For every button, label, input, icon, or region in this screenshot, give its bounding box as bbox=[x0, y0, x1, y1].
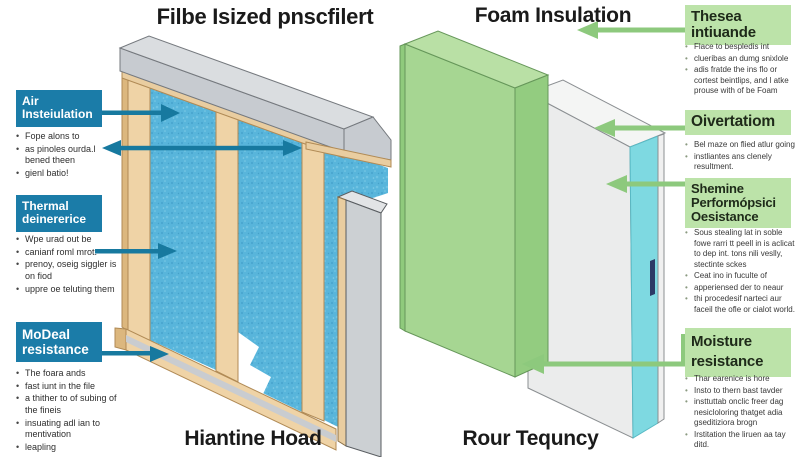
plate-end-underside bbox=[305, 141, 392, 168]
bullet-item: Thar earenice is hore bbox=[685, 374, 799, 385]
arrow-right-icon bbox=[95, 243, 177, 259]
bullet-item: canianf roml mrot. bbox=[16, 247, 118, 259]
bullet-item: The foara ands bbox=[16, 368, 118, 380]
bullet-item: gienl batio! bbox=[16, 168, 118, 180]
label-modeal-resistance: MoDeal resistance bbox=[16, 322, 102, 363]
arrow-right-icon bbox=[100, 346, 169, 362]
label-thermal: Thermal deinererice bbox=[16, 195, 102, 232]
bullet-item: Bel maze on flied atlur going bbox=[685, 140, 799, 151]
insulation-batt bbox=[150, 78, 216, 370]
plate-end bbox=[343, 116, 392, 161]
bullet-item: Ceat ino in fuculte of bbox=[685, 271, 799, 282]
bottom-plate-end bbox=[114, 327, 127, 351]
backer-panel bbox=[526, 79, 667, 439]
bullet-item: thi procedesif narteci aur faceil the of… bbox=[685, 294, 799, 315]
bottom-plate bbox=[114, 327, 337, 451]
foam-title: Foam Insulation bbox=[474, 4, 632, 27]
bullet-item: apperiensed der to neaur bbox=[685, 283, 799, 294]
arrow-left-icon bbox=[594, 119, 686, 137]
foam-side bbox=[514, 74, 549, 378]
arrow-left-icon bbox=[606, 175, 686, 193]
bullet-list: Wpe urad out be canianf roml mrot. preno… bbox=[16, 234, 118, 296]
foam-caption: Rour Tequncy bbox=[462, 427, 599, 450]
insulation-batts bbox=[150, 78, 388, 428]
bullet-item: adis fratde the ins flo or cortest beint… bbox=[685, 65, 799, 97]
torn-gap bbox=[238, 332, 271, 394]
stud-side bbox=[121, 63, 129, 332]
arrow-right-icon bbox=[100, 104, 180, 122]
backer-outer-edge bbox=[657, 133, 665, 424]
bullet-list: Flace to bespledis int clueribas an dumg… bbox=[685, 42, 799, 98]
sill-strip bbox=[126, 335, 336, 442]
bullet-list: Thar earenice is hore Insto to thern bas… bbox=[685, 374, 799, 452]
bullet-list: Bel maze on flied atlur going instliante… bbox=[685, 140, 799, 174]
fastener-mark bbox=[650, 259, 655, 296]
top-plate bbox=[118, 35, 392, 168]
stud bbox=[301, 127, 325, 422]
bullet-item: Irstitation the liruen aa tay ditd. bbox=[685, 430, 799, 451]
foam-panel-illustration bbox=[399, 30, 667, 439]
label-shemine-performance: Shemine Performópsici Oesistance bbox=[685, 178, 791, 229]
bullet-item: a thither to of subing of the fineis bbox=[16, 393, 118, 416]
bullet-list: The foara ands fast iunt in the file a t… bbox=[16, 368, 118, 455]
bullet-item: uppre oe teluting them bbox=[16, 284, 118, 296]
bullet-item: Insto to thern bast tavder bbox=[685, 386, 799, 397]
bullet-item: insttuttab onclic freer dag nesiclolorin… bbox=[685, 397, 799, 429]
bullet-item: clueribas an dumg snixlole bbox=[685, 54, 799, 65]
foam-board bbox=[399, 30, 550, 378]
bullet-item: Flace to bespledis int bbox=[685, 42, 799, 53]
stud bbox=[215, 96, 239, 383]
bullet-item: Wpe urad out be bbox=[16, 234, 118, 246]
bullet-item: prenoy, oseig siggler is on fiod bbox=[16, 259, 118, 282]
bullet-item: leapling bbox=[16, 442, 118, 454]
stud bbox=[127, 65, 151, 342]
label-thesea: Thesea intiuande bbox=[685, 5, 791, 46]
bullet-item: insuating adl ian to mentivation bbox=[16, 418, 118, 441]
label-air-insulation: Air Insteiulation bbox=[16, 90, 102, 127]
fiber-title: Filbe Isized pnscfilert bbox=[156, 4, 374, 29]
foam-front bbox=[404, 43, 516, 378]
bullet-list: Sous stealing lat in soble fowe rarri tt… bbox=[685, 228, 799, 316]
bullet-item: as pinoles ourda.l bened theen bbox=[16, 144, 118, 167]
bullet-item: instliantes ans clenely resultment. bbox=[685, 152, 799, 173]
bullet-item: Sous stealing lat in soble fowe rarri tt… bbox=[685, 228, 799, 270]
board-edge bbox=[337, 196, 347, 447]
fiber-wall-illustration bbox=[114, 35, 392, 457]
label-moisture-resistance: Moisture resistance bbox=[685, 328, 791, 377]
label-oivertatiom: Oivertatiom bbox=[685, 110, 791, 135]
insulation-batt bbox=[238, 108, 302, 412]
board-front bbox=[345, 199, 382, 457]
fiber-caption: Hiantine Hoad bbox=[184, 427, 322, 450]
foam-left-edge bbox=[399, 43, 406, 332]
bullet-list: Fope alons to as pinoles ourda.l bened t… bbox=[16, 131, 118, 181]
arrow-left-icon bbox=[577, 21, 686, 39]
bullet-item: Fope alons to bbox=[16, 131, 118, 143]
bullet-item: fast iunt in the file bbox=[16, 381, 118, 393]
teal-arrows bbox=[95, 104, 302, 362]
sheathing-board bbox=[336, 190, 388, 457]
